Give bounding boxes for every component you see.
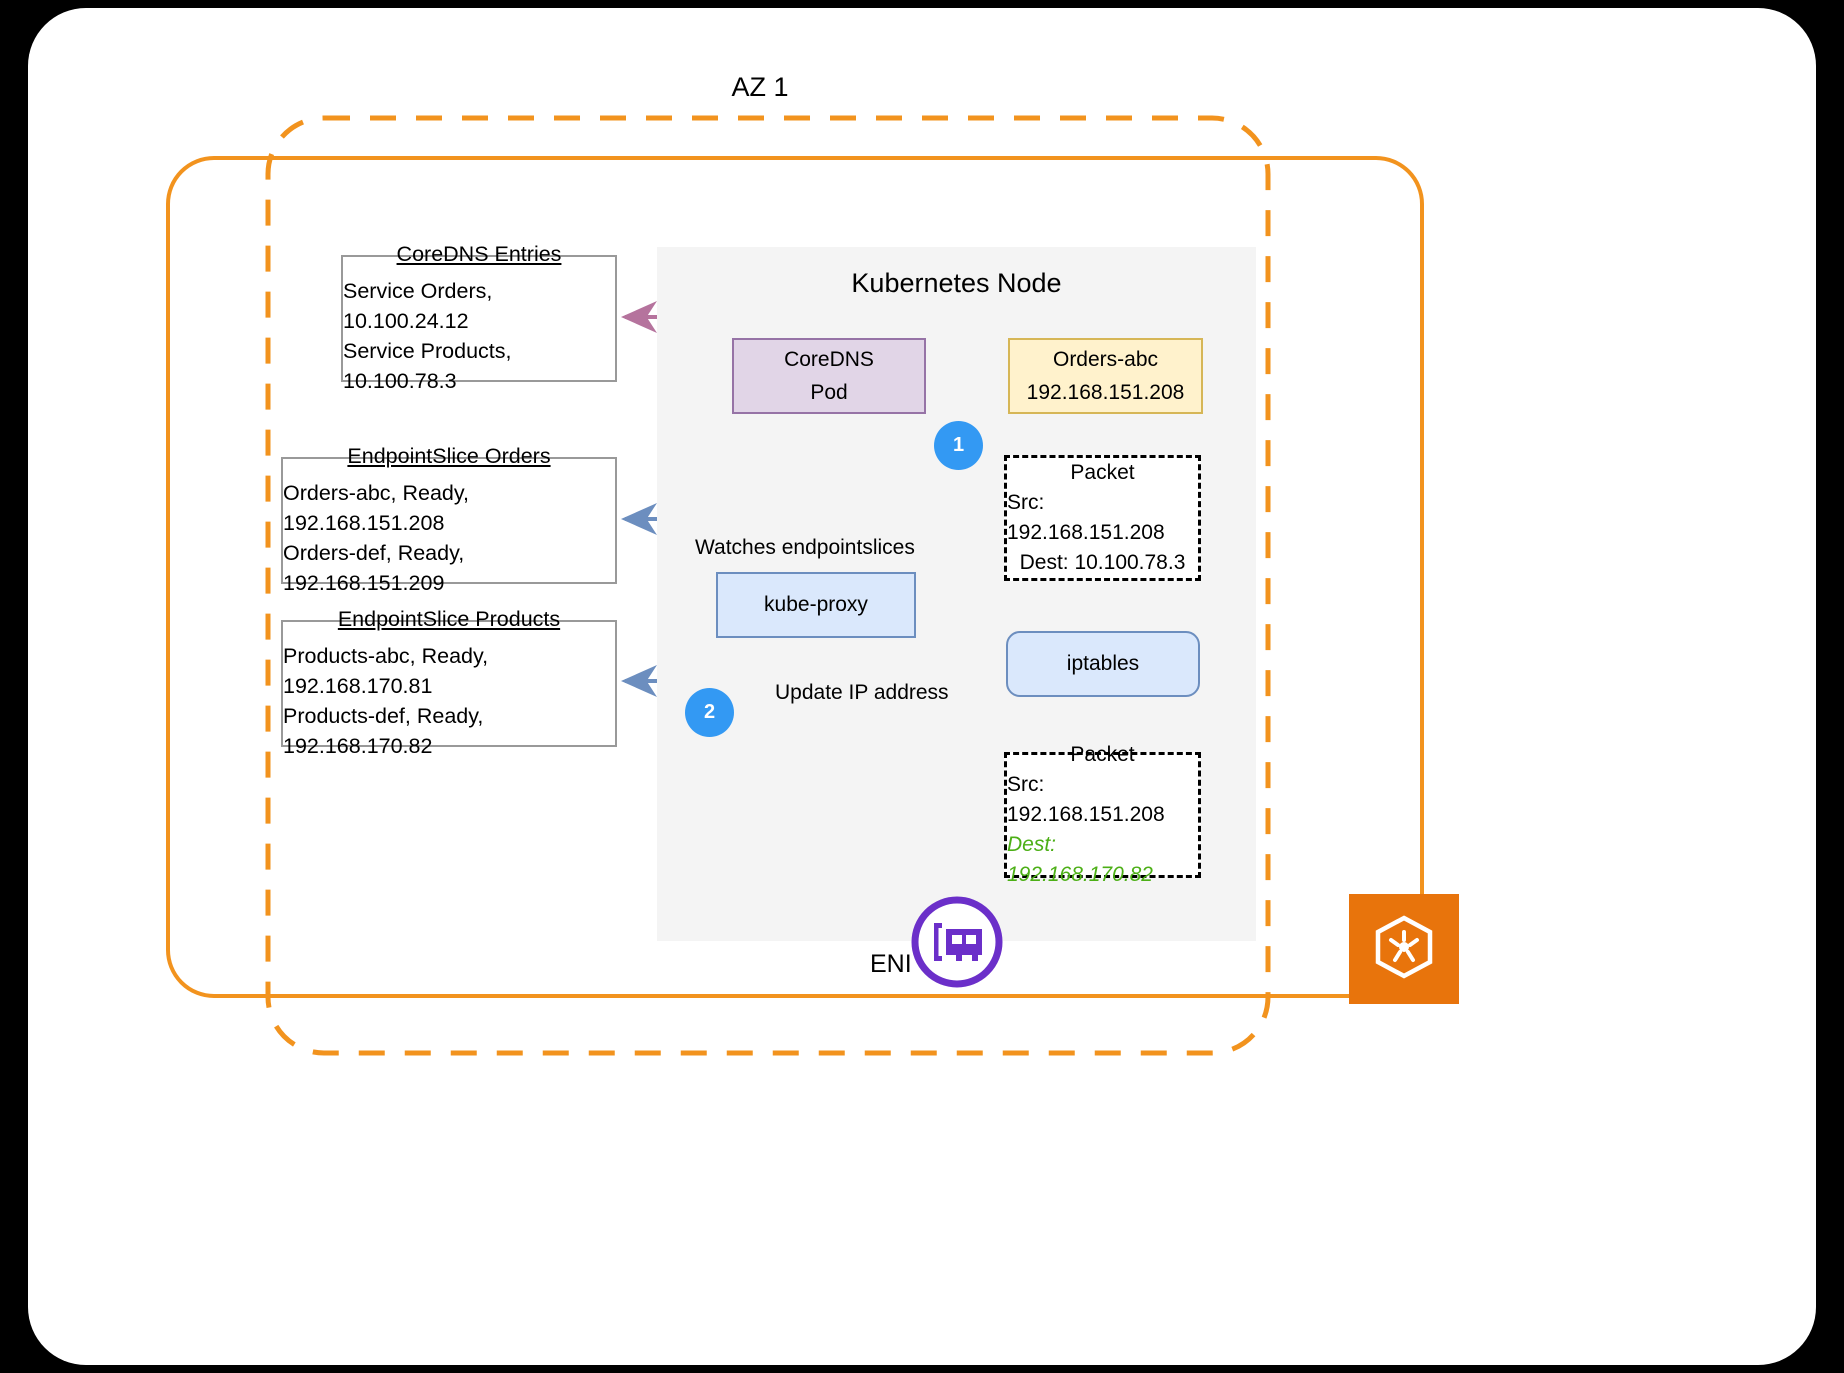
iptables-label: iptables — [1066, 652, 1140, 675]
packet-before-box: Packet Src: 192.168.151.208 Dest: 10.100… — [1004, 455, 1201, 581]
az-title: AZ 1 — [731, 72, 789, 102]
coredns-entries-box[interactable]: CoreDNS Entries Service Orders, 10.100.2… — [341, 242, 617, 393]
coredns-pod-box[interactable]: CoreDNS Pod — [732, 338, 926, 414]
coredns-entries-heading: CoreDNS Entries — [396, 241, 562, 266]
endpointslice-products-row: Products-def, Ready, 192.168.170.82 — [283, 703, 484, 758]
coredns-entries-row: Service Orders, 10.100.24.12 — [343, 278, 493, 333]
endpointslice-orders-row: Orders-def, Ready, 192.168.151.209 — [283, 540, 465, 595]
node-title: Kubernetes Node — [851, 268, 1062, 298]
vpc-boundary — [166, 156, 1424, 998]
caption-watches-endpointslices: Watches endpointslices — [695, 536, 915, 559]
orders-pod-name: Orders-abc — [1052, 348, 1159, 371]
packet-after-title: Packet — [1070, 743, 1135, 766]
packet-after-dest: Dest: 192.168.170.82 — [1007, 833, 1153, 886]
endpointslice-products-row: Products-abc, Ready, 192.168.170.81 — [283, 643, 489, 698]
packet-after-box: Packet Src: 192.168.151.208 Dest: 192.16… — [1004, 743, 1201, 886]
step-badge-1: 1 — [934, 421, 983, 470]
eks-kubernetes-logo-icon — [1349, 894, 1459, 1004]
coredns-entries-row: Service Products, 10.100.78.3 — [343, 338, 512, 393]
kube-proxy-box[interactable]: kube-proxy — [716, 572, 916, 638]
orders-abc-pod-box[interactable]: Orders-abc 192.168.151.208 — [1008, 338, 1203, 414]
kube-proxy-label: kube-proxy — [764, 593, 868, 616]
eni-label: ENI — [870, 950, 912, 978]
packet-before-title: Packet — [1070, 461, 1135, 484]
caption-update-ip-address: Update IP address — [775, 681, 949, 704]
endpointslice-products-heading: EndpointSlice Products — [337, 606, 561, 631]
coredns-pod-line1: CoreDNS — [784, 348, 874, 371]
iptables-box[interactable]: iptables — [1006, 631, 1200, 697]
packet-before-dest: Dest: 10.100.78.3 — [1019, 551, 1186, 574]
endpointslice-orders-row: Orders-abc, Ready, 192.168.151.208 — [283, 480, 470, 535]
az-boundary — [265, 115, 1271, 1056]
orders-pod-ip: 192.168.151.208 — [1026, 381, 1185, 404]
packet-before-src: Src: 192.168.151.208 — [1007, 491, 1165, 544]
coredns-pod-line2: Pod — [810, 381, 848, 404]
endpointslice-products-box[interactable]: EndpointSlice Products Products-abc, Rea… — [281, 607, 617, 758]
step-badge-2: 2 — [685, 688, 734, 737]
endpointslice-orders-heading: EndpointSlice Orders — [347, 443, 551, 468]
endpointslice-orders-box[interactable]: EndpointSlice Orders Orders-abc, Ready, … — [281, 444, 617, 595]
packet-after-src: Src: 192.168.151.208 — [1007, 773, 1165, 826]
eni-network-card-icon — [910, 895, 1004, 989]
